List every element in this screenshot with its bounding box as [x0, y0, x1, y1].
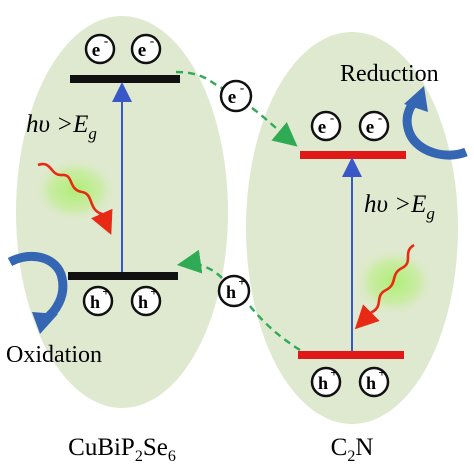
electron-transfer-arrow [175, 70, 292, 142]
svg-text:-: - [150, 33, 154, 48]
transfer-electron: e - [219, 79, 253, 113]
svg-text:e: e [318, 117, 326, 138]
transfer-hole: h + [217, 274, 251, 308]
svg-text:-: - [330, 110, 334, 125]
left-conduction-band [70, 75, 180, 83]
right-photon-energy-label: hυ >Eg [364, 191, 435, 223]
left-photon-energy-label: hυ >Eg [26, 111, 97, 143]
right-material-label: C2N [331, 434, 374, 465]
right-photon-wave [354, 243, 415, 330]
svg-text:-: - [378, 110, 382, 125]
hole-right-1: h + [310, 365, 342, 398]
svg-text:h: h [138, 292, 148, 312]
left-photon-wave [37, 162, 113, 235]
svg-text:-: - [104, 33, 108, 48]
svg-text:+: + [330, 365, 337, 380]
svg-text:e: e [92, 40, 100, 61]
hole-left-2: h + [130, 284, 162, 317]
svg-text:+: + [102, 284, 109, 299]
right-conduction-band [300, 151, 406, 159]
svg-text:h: h [90, 292, 100, 312]
reduction-label: Reduction [340, 61, 439, 87]
svg-text:e: e [228, 87, 236, 108]
electron-right-1: e - [310, 110, 342, 142]
reduction-arrowhead [404, 86, 428, 112]
svg-text:h: h [318, 373, 328, 393]
reduction-curve-arrow [402, 96, 468, 160]
hole-left-1: h + [82, 284, 114, 317]
hole-right-2: h + [358, 365, 390, 398]
electron-left-2: e - [130, 33, 162, 65]
oxidation-curve-arrow [7, 251, 68, 324]
electron-right-2: e - [358, 110, 390, 142]
svg-text:h: h [366, 373, 376, 393]
svg-text:h: h [226, 282, 236, 302]
electron-left-1: e - [84, 33, 116, 65]
svg-text:+: + [150, 284, 157, 299]
left-material-label: CuBiP2Se6 [68, 434, 176, 465]
svg-text:e: e [138, 40, 146, 61]
oxidation-label: Oxidation [6, 342, 102, 368]
right-valence-band [298, 351, 404, 359]
svg-text:e: e [366, 117, 374, 138]
oxidation-arrowhead [32, 312, 58, 334]
svg-text:+: + [238, 274, 245, 289]
hole-transfer-arrow [184, 264, 301, 352]
svg-text:+: + [378, 365, 385, 380]
svg-text:-: - [240, 80, 244, 95]
left-valence-band [68, 272, 178, 280]
